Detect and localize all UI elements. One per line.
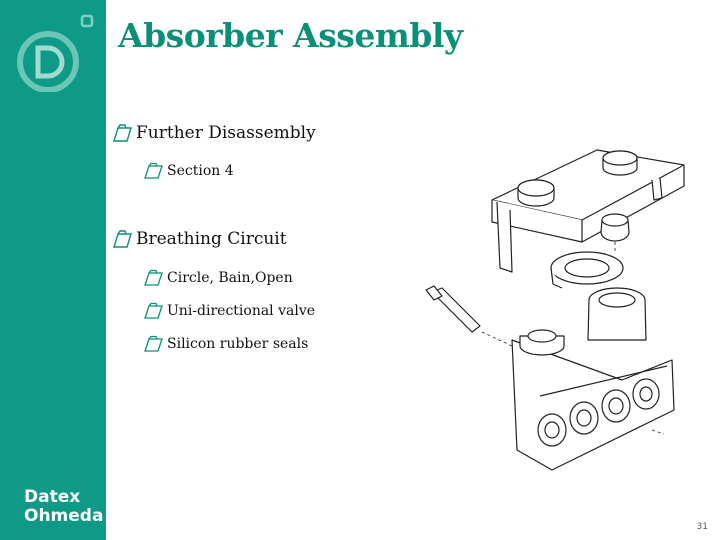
brand-line-2: Ohmeda [24, 506, 104, 526]
bullet-item: Uni-directional valve [143, 302, 315, 320]
bullet-text: Circle, Bain,Open [167, 270, 293, 286]
bullet-text: Breathing Circuit [136, 229, 287, 249]
bullet-item: Silicon rubber seals [143, 335, 308, 353]
slide-title: Absorber Assembly [118, 16, 463, 55]
brand-name: Datex Ohmeda [24, 488, 103, 526]
brand-line-1: Datex [24, 487, 81, 507]
sidebar: Datex Ohmeda [0, 0, 106, 540]
bullet-text: Silicon rubber seals [167, 336, 309, 352]
folder-bullet-icon [113, 124, 132, 142]
bullet-item: Breathing Circuit [112, 229, 287, 249]
folder-bullet-icon [144, 335, 163, 352]
bullet-text: Uni-directional valve [167, 303, 316, 319]
bullet-item: Further Disassembly [112, 123, 316, 143]
folder-bullet-icon [144, 302, 163, 319]
bullet-item: Circle, Bain,Open [143, 269, 293, 287]
page-number: 31 [696, 522, 708, 532]
bullet-item: Section 4 [143, 162, 234, 180]
folder-bullet-icon [144, 269, 163, 286]
bullet-text: Section 4 [167, 163, 234, 179]
folder-bullet-icon [144, 162, 163, 179]
bullet-text: Further Disassembly [136, 123, 316, 143]
folder-bullet-icon [113, 230, 132, 248]
datex-d-logo-icon [17, 14, 94, 92]
absorber-exploded-drawing [425, 149, 685, 471]
